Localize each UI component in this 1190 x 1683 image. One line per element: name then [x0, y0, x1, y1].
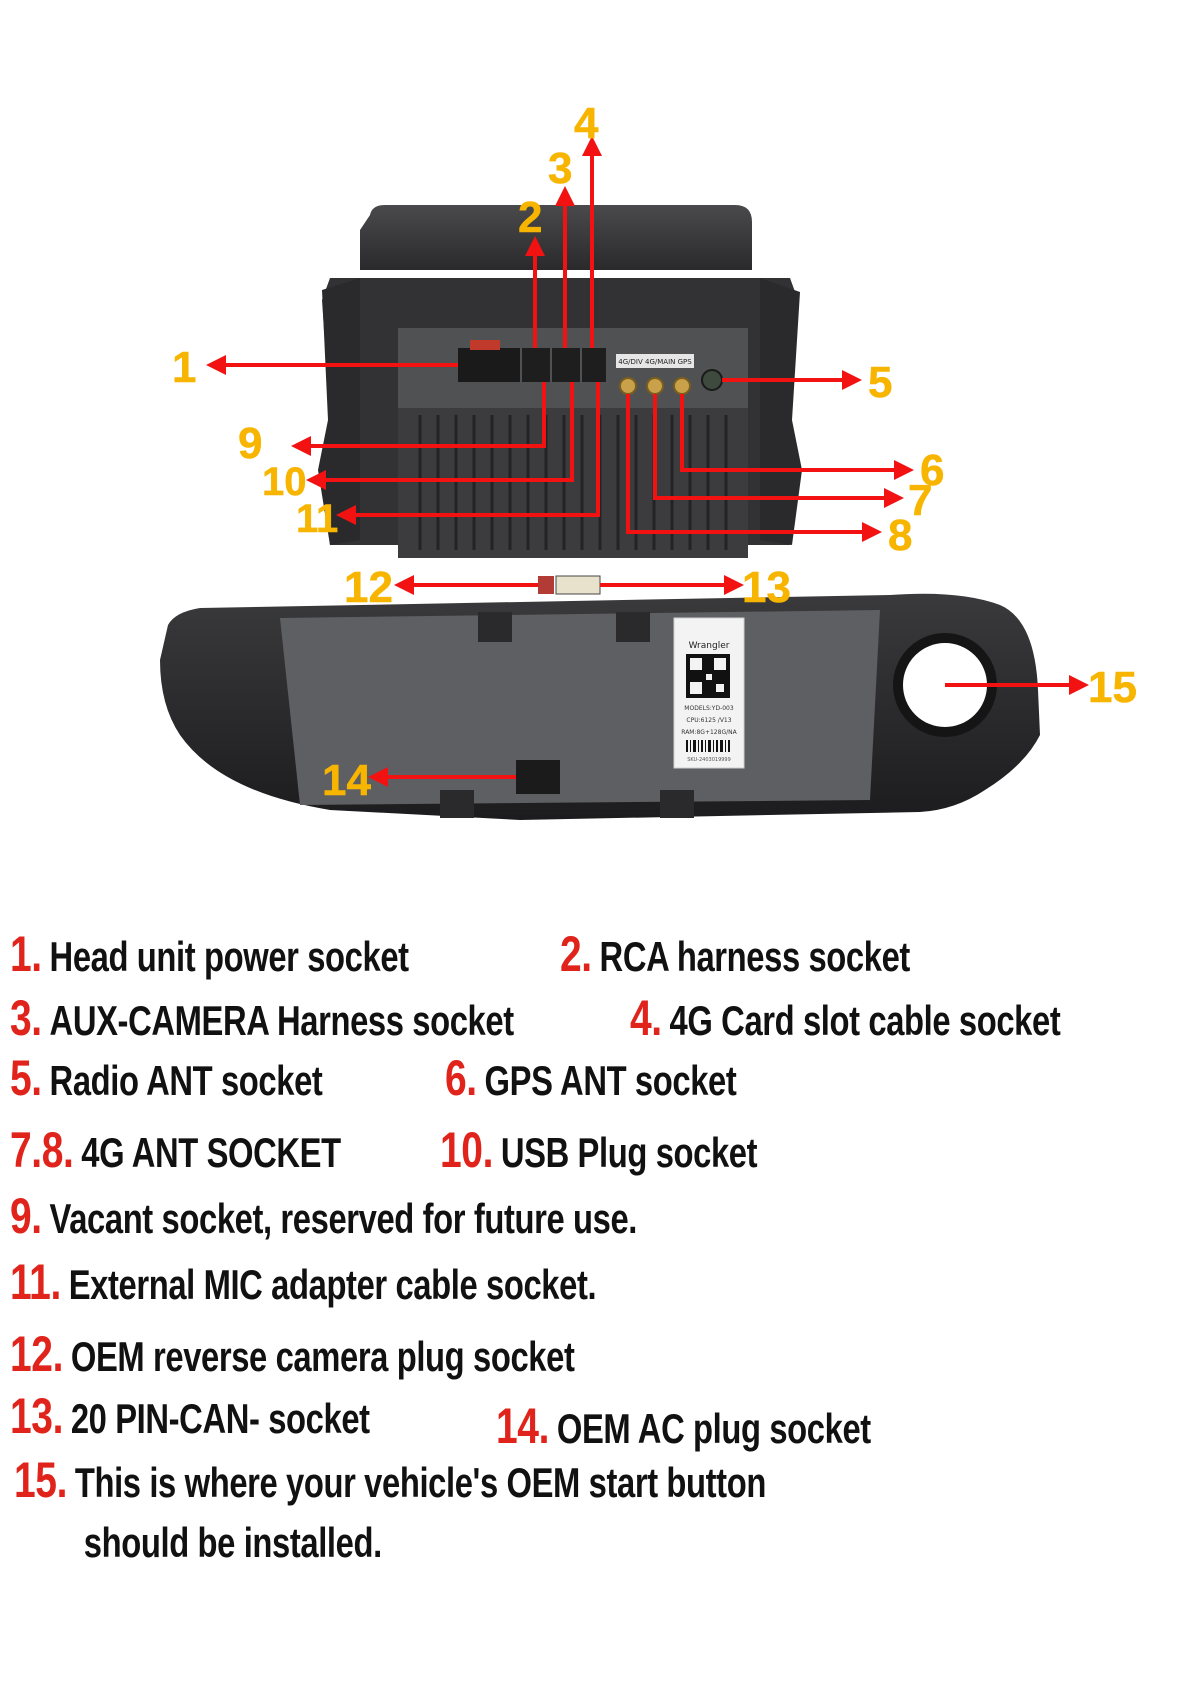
legend-number: 5. [10, 1050, 42, 1106]
4g-main-jack [646, 377, 664, 395]
callout-13: 13 [742, 563, 791, 612]
legend-number: 1. [10, 926, 42, 982]
legend-text: RCA harness socket [599, 933, 911, 980]
arrows [206, 136, 1089, 787]
radio-jack [701, 369, 723, 391]
camera-connector [538, 576, 554, 594]
legend-item-10: 10.USB Plug socket [440, 1125, 758, 1177]
legend-text: should be installed. [83, 1519, 382, 1566]
legend-number: 14. [496, 1398, 550, 1454]
4g-div-jack [619, 377, 637, 395]
legend-text: Radio ANT socket [49, 1057, 323, 1104]
legend-text: USB Plug socket [500, 1129, 758, 1176]
antenna-label: 4G/DIV 4G/MAIN GPS [618, 358, 692, 366]
legend-text: Head unit power socket [49, 933, 410, 980]
callout-3: 3 [548, 144, 572, 193]
callout-10: 10 [262, 460, 307, 504]
sticker-brand: Wrangler [689, 641, 730, 651]
legend-number: 13. [10, 1388, 64, 1444]
legend-text: AUX-CAMERA Harness socket [49, 997, 515, 1044]
legend-item-12: 12.OEM reverse camera plug socket [10, 1329, 575, 1381]
legend-number: 3. [10, 990, 42, 1046]
mount-clip [440, 790, 474, 818]
arrow-7 [653, 394, 904, 508]
legend-text: Vacant socket, reserved for future use. [49, 1195, 638, 1242]
legend: 1.Head unit power socket 2.RCA harness s… [0, 929, 1190, 1670]
gps-jack [673, 377, 691, 395]
legend-number: 9. [10, 1188, 42, 1244]
legend-number: 12. [10, 1326, 64, 1382]
callout-4: 4 [574, 99, 599, 148]
callout-9: 9 [238, 419, 262, 468]
arrow-10 [306, 382, 574, 490]
device-right-flare [760, 278, 802, 545]
legend-item-14: 14.OEM AC plug socket [496, 1401, 871, 1453]
antenna-label-plate [616, 354, 694, 368]
ac-connector [516, 760, 560, 794]
mount-clip [660, 790, 694, 818]
callout-12: 12 [344, 563, 393, 612]
callout-11: 11 [296, 497, 338, 541]
aux-camera-connector [552, 348, 580, 382]
sticker-ram: RAM:8G+128G/NA [681, 729, 737, 736]
legend-text: 4G ANT SOCKET [81, 1129, 341, 1176]
mount-clip [478, 612, 512, 642]
legend-number: 15. [14, 1452, 68, 1508]
callout-6: 6 [920, 446, 944, 495]
callout-8: 8 [888, 511, 912, 560]
callout-2: 2 [518, 193, 542, 242]
arrow-6 [680, 394, 914, 480]
device-diagram: 4G/DIV 4G/MAIN GPS Wrangler MODELS:YD-00… [160, 99, 1137, 820]
legend-item-6: 6.GPS ANT socket [445, 1053, 737, 1105]
power-connector [458, 348, 520, 382]
legend-number: 4. [630, 990, 662, 1046]
4g-card-connector [582, 348, 606, 382]
callout-15: 15 [1088, 663, 1137, 712]
legend-item-11: 11.External MIC adapter cable socket. [10, 1257, 597, 1309]
legend-item-3: 3.AUX-CAMERA Harness socket [10, 993, 515, 1045]
can-connector [555, 575, 601, 595]
legend-text: External MIC adapter cable socket. [68, 1261, 597, 1308]
qr-code [686, 654, 730, 698]
callout-14: 14 [322, 756, 371, 805]
legend-number: 10. [440, 1122, 494, 1178]
legend-item-15-cont: should be installed. [76, 1516, 382, 1567]
legend-item-2: 2.RCA harness socket [560, 929, 911, 981]
legend-item-4: 4.4G Card slot cable socket [630, 993, 1061, 1045]
legend-item-15: 15.This is where your vehicle's OEM star… [14, 1455, 766, 1507]
legend-text: GPS ANT socket [484, 1057, 737, 1104]
legend-text: OEM AC plug socket [556, 1405, 871, 1452]
rca-connector [522, 348, 550, 382]
sticker-cpu: CPU:6125 /V13 [686, 717, 731, 724]
callout-5: 5 [868, 358, 892, 407]
barcode [686, 740, 730, 752]
legend-item-1: 1.Head unit power socket [10, 929, 410, 981]
callout-1: 1 [172, 343, 196, 392]
arrow-9 [291, 382, 546, 456]
legend-item-7-8: 7.8.4G ANT SOCKET [10, 1125, 341, 1177]
legend-text: This is where your vehicle's OEM start b… [74, 1459, 766, 1506]
legend-item-5: 5.Radio ANT socket [10, 1053, 323, 1105]
legend-text: 4G Card slot cable socket [669, 997, 1061, 1044]
legend-text: OEM reverse camera plug socket [70, 1333, 575, 1380]
arrow-8 [626, 394, 882, 542]
legend-item-9: 9.Vacant socket, reserved for future use… [10, 1191, 638, 1243]
callout-7: 7 [908, 476, 932, 525]
legend-number: 11. [10, 1254, 61, 1310]
mount-clip [616, 612, 650, 642]
sticker-serial: SKU-2403019999 [687, 757, 731, 763]
arrow-11 [336, 382, 600, 525]
legend-item-13: 13.20 PIN-CAN- socket [10, 1391, 370, 1443]
legend-number: 6. [445, 1050, 477, 1106]
sticker-model: MODELS:YD-003 [684, 705, 734, 712]
legend-number: 2. [560, 926, 592, 982]
legend-text: 20 PIN-CAN- socket [70, 1395, 370, 1442]
power-connector-latch [470, 340, 500, 350]
device-top-hood [360, 205, 752, 270]
legend-number: 7.8. [10, 1122, 74, 1178]
